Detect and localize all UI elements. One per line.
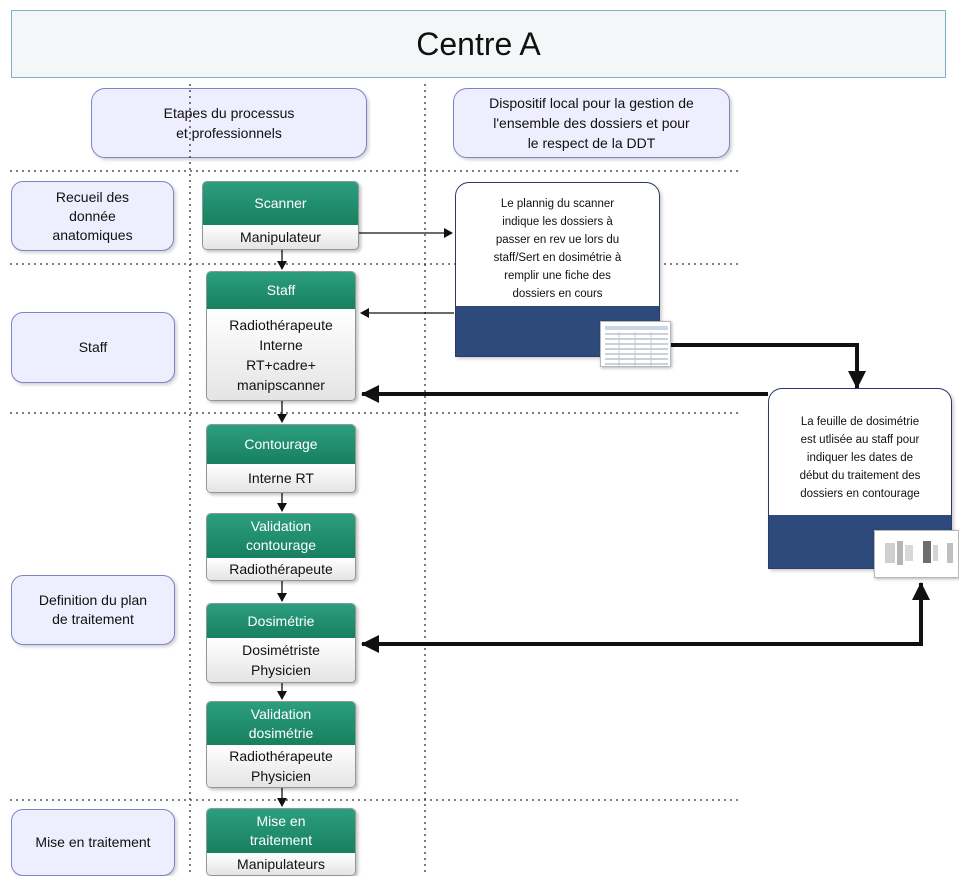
process-role: Physicien: [251, 662, 311, 678]
note-line: staff/Sert en dosimétrie à: [493, 252, 622, 264]
process-title: dosimétrie: [248, 724, 314, 741]
stage-label-line: Staff: [78, 339, 108, 355]
header-process-steps-line: et professionnels: [176, 125, 282, 141]
dosimetry-to-sheet-arrow: [362, 582, 930, 646]
process-validation-dosimetrie: Validation dosimétrie Radiothérapeute Ph…: [206, 701, 356, 788]
stage-recueil-donnees: Recueil des donnée anatomiques: [11, 181, 174, 251]
process-title: Dosimétrie: [247, 612, 315, 629]
process-role: Interne: [259, 336, 303, 353]
process-role: RT+cadre+: [246, 356, 316, 373]
process-role: manipscanner: [237, 376, 325, 393]
note-line: dossiers en cours: [512, 288, 603, 300]
stage-label-line: anatomiques: [52, 226, 133, 243]
stage-label-line: Definition du plan: [38, 592, 148, 608]
process-contourage: Contourage Interne RT: [206, 424, 356, 493]
note-line: début du traitement des: [799, 470, 921, 482]
dosimetry-sheet-thumbnail: [874, 530, 959, 578]
process-role: Manipulateur: [240, 229, 321, 245]
note-line: indique les dossiers à: [502, 216, 613, 228]
process-role: Dosimétriste: [242, 642, 320, 658]
process-title: Mise en: [256, 813, 306, 829]
stage-label-line: donnée: [69, 207, 116, 224]
process-dosimetrie: Dosimétrie Dosimétriste Physicien: [206, 603, 356, 683]
note-line: est utlisée au staff pour: [800, 434, 920, 446]
process-role: Manipulateurs: [237, 856, 325, 872]
stage-label-line: Mise en traitement: [35, 834, 151, 850]
header-local-device-line: le respect de la DDT: [527, 135, 656, 151]
stage-staff: Staff: [11, 312, 175, 383]
process-title: Validation: [250, 705, 312, 722]
process-scanner: Scanner Manipulateur: [202, 181, 359, 250]
stage-label-line: Recueil des: [55, 188, 130, 205]
stage-definition-plan: Definition du plan de traitement: [11, 575, 175, 645]
note-scanner-planning: Le plannig du scanner indique les dossie…: [455, 182, 660, 357]
process-title: traitement: [249, 832, 313, 848]
note-line: indiquer les dates de: [806, 452, 914, 464]
process-role: Physicien: [251, 768, 311, 784]
header-process-steps-line: Etapes du processus: [163, 105, 295, 121]
thumbnail-to-sheet-arrow: [671, 343, 866, 389]
process-mise-en-traitement: Mise en traitement Manipulateurs: [206, 808, 356, 876]
header-local-device-line: Dispositif local pour la gestion de: [489, 95, 694, 111]
process-role: Radiothérapeute: [229, 561, 333, 577]
process-role: Radiothérapeute: [229, 748, 333, 764]
header-local-device: Dispositif local pour la gestion de l'en…: [453, 88, 730, 158]
process-title: Scanner: [254, 195, 307, 211]
process-role: Interne RT: [248, 470, 314, 486]
header-process-steps: Etapes du processus et professionnels: [91, 88, 367, 158]
spreadsheet-thumbnail: [600, 321, 671, 367]
process-staff: Staff Radiothérapeute Interne RT+cadre+ …: [206, 271, 356, 401]
stage-mise-en-traitement: Mise en traitement: [11, 809, 175, 876]
diagram-title: Centre A: [11, 10, 946, 78]
note-line: La feuille de dosimétrie: [800, 416, 920, 428]
process-validation-contourage: Validation contourage Radiothérapeute: [206, 513, 356, 581]
process-title: Validation: [250, 518, 312, 534]
note-line: Le plannig du scanner: [500, 198, 615, 210]
dosimetry-sheet-thumbnail-graphic: [885, 541, 953, 565]
note-line: passer en rev ue lors du: [495, 234, 620, 246]
process-title: Contourage: [244, 436, 318, 452]
spreadsheet-thumbnail-graphic: [605, 326, 668, 366]
process-title: Staff: [266, 282, 296, 298]
stage-label-line: de traitement: [52, 611, 134, 627]
process-role: Radiothérapeute: [229, 316, 333, 333]
note-line: remplir une fiche des: [504, 270, 611, 282]
note-line: dossiers en contourage: [800, 488, 920, 500]
header-local-device-line: l'ensemble des dossiers et pour: [493, 115, 690, 131]
process-title: contourage: [245, 537, 317, 553]
